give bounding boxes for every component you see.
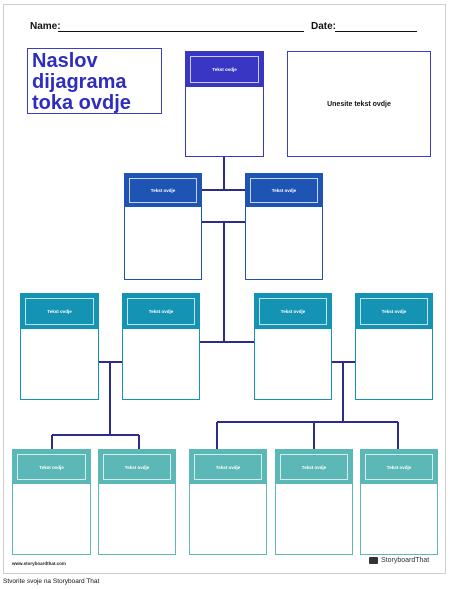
flowchart-node-2b[interactable]: Tekst ovdje	[245, 173, 323, 280]
node-label: Tekst ovdje	[381, 309, 407, 314]
diagram-title-box[interactable]: Naslov dijagrama toka ovdje	[27, 48, 162, 114]
node-label: Tekst ovdje	[301, 464, 327, 470]
flowchart-node-4c[interactable]: Tekst ovdje	[189, 449, 267, 555]
date-line	[335, 31, 417, 32]
node-label: Tekst ovdje	[148, 309, 174, 314]
name-label: Name:	[30, 21, 61, 32]
flowchart-node-4a[interactable]: Tekst ovdje	[12, 449, 91, 555]
flowchart-node-4e[interactable]: Tekst ovdje	[360, 449, 438, 555]
brand-name: StoryboardThat	[381, 557, 430, 564]
text-box[interactable]: Unesite tekst ovdje	[287, 51, 431, 157]
flowchart-node-3d[interactable]: Tekst ovdje	[355, 293, 433, 400]
storyboard-icon	[369, 557, 378, 564]
node-label: Tekst ovdje	[124, 464, 150, 470]
node-label: Tekst ovdje	[150, 188, 176, 193]
flowchart-node-2a[interactable]: Tekst ovdje	[124, 173, 202, 280]
caption-link[interactable]: Stvorite svoje na Storyboard That	[3, 578, 100, 585]
flowchart-node-4d[interactable]: Tekst ovdje	[275, 449, 353, 555]
text-box-label: Unesite tekst ovdje	[327, 100, 391, 108]
node-label: Tekst ovdje	[280, 309, 306, 314]
flowchart-node-4b[interactable]: Tekst ovdje	[98, 449, 176, 555]
flowchart-node-3c[interactable]: Tekst ovdje	[254, 293, 332, 400]
node-label: Tekst ovdje	[212, 67, 237, 72]
diagram-title: Naslov dijagrama toka ovdje	[32, 50, 131, 114]
footer-url: www.storyboardthat.com	[12, 561, 66, 566]
date-label: Date:	[311, 21, 337, 32]
node-label: Tekst ovdje	[39, 464, 64, 470]
name-line	[58, 31, 304, 32]
node-label: Tekst ovdje	[386, 464, 412, 470]
node-label: Tekst ovdje	[271, 188, 297, 193]
brand-logo: StoryboardThat	[369, 557, 429, 564]
node-label: Tekst ovdje	[47, 309, 72, 314]
flowchart-node-root[interactable]: Tekst ovdje	[185, 51, 264, 157]
node-label: Tekst ovdje	[215, 464, 241, 470]
flowchart-node-3a[interactable]: Tekst ovdje	[20, 293, 99, 400]
flowchart-node-3b[interactable]: Tekst ovdje	[122, 293, 200, 400]
